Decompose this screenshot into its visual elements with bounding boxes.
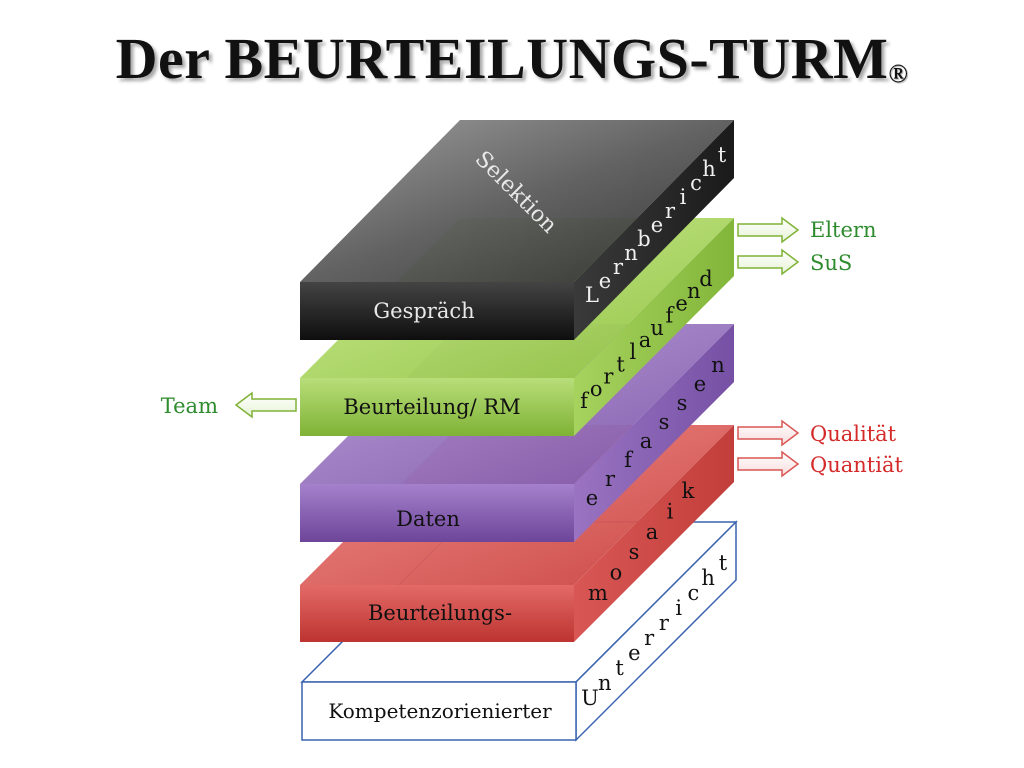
- layer-daten-side: [574, 324, 734, 542]
- side-letter-beurteilung: u: [650, 316, 664, 340]
- arrow-sus: SuS: [737, 248, 852, 276]
- side-letter-gespraech: r: [613, 255, 624, 279]
- side-letter-gespraech: i: [680, 185, 687, 209]
- arrow-eltern-label: Eltern: [810, 218, 876, 242]
- side-letter-gespraech: h: [702, 157, 716, 181]
- side-letter-beurteilung: f: [580, 389, 590, 413]
- arrow-qualitaet: Qualität: [737, 419, 897, 447]
- layer-daten-front: [300, 484, 574, 542]
- arrow-sus-label: SuS: [810, 251, 852, 275]
- layer-beurteilung-front: [300, 378, 574, 436]
- arrow-quantitaet: Quantiät: [737, 450, 903, 478]
- side-letter-gespraech: L: [585, 283, 599, 307]
- side-letter-beurteilungs: m: [588, 581, 608, 605]
- side-letter-kompetenz: U: [581, 686, 599, 710]
- side-letter-beurteilungs: o: [610, 561, 623, 585]
- arrow-team: Team: [161, 391, 297, 419]
- layer-daten-label: Daten: [396, 507, 460, 531]
- arrow-quantitaet-shape: [737, 450, 800, 478]
- layer-beurteilungs-label: Beurteilungs-: [368, 601, 512, 625]
- side-letter-daten: f: [624, 448, 634, 472]
- side-letter-beurteilung: o: [590, 377, 603, 401]
- side-letter-gespraech: r: [665, 199, 676, 223]
- layer-beurteilungs-front: [300, 585, 574, 642]
- side-letter-daten: e: [694, 372, 706, 396]
- arrow-qualitaet-label: Qualität: [810, 422, 897, 446]
- side-letter-daten: s: [659, 410, 670, 434]
- side-letter-gespraech: c: [690, 171, 702, 195]
- side-letter-beurteilungs: s: [629, 540, 640, 564]
- side-letter-daten: r: [605, 467, 616, 491]
- layer-beurteilungs-side: [574, 425, 734, 642]
- layer-gespraech-front: [300, 282, 574, 340]
- side-letter-kompetenz: r: [659, 611, 670, 635]
- side-letter-kompetenz: r: [644, 626, 655, 650]
- side-letter-daten: e: [586, 486, 598, 510]
- side-letter-beurteilungs: k: [682, 479, 695, 503]
- side-letter-beurteilung: d: [699, 267, 712, 291]
- arrow-team-label: Team: [161, 394, 218, 418]
- side-letter-gespraech: t: [718, 143, 727, 167]
- arrow-sus-shape: [737, 248, 800, 276]
- side-letter-beurteilungs: i: [667, 499, 674, 523]
- side-letter-gespraech: b: [637, 227, 650, 251]
- side-letter-beurteilung: f: [666, 304, 676, 328]
- layer-beurteilung-label: Beurteilung/ RM: [343, 395, 520, 419]
- side-letter-kompetenz: e: [628, 641, 640, 665]
- side-letter-kompetenz: i: [675, 596, 682, 620]
- side-letter-kompetenz: t: [719, 551, 728, 575]
- layer-gespraech-label: Gespräch: [373, 299, 474, 323]
- layer-kompetenz-label: Kompetenzorienierter: [328, 699, 552, 723]
- side-letter-beurteilung: l: [629, 340, 636, 364]
- side-letter-groups: UnterrichtmosaikerfassenfortlaufendLernb…: [580, 143, 728, 710]
- layer-beurteilung-side: [574, 218, 734, 436]
- side-letter-beurteilung: e: [675, 291, 687, 315]
- side-letter-beurteilung: r: [603, 365, 614, 389]
- side-letter-daten: s: [677, 391, 688, 415]
- side-letter-gespraech: e: [599, 269, 611, 293]
- arrow-eltern-shape: [737, 216, 800, 244]
- arrow-quantitaet-label: Quantiät: [810, 453, 903, 477]
- arrow-team-shape: [234, 391, 297, 419]
- side-letter-kompetenz: h: [701, 566, 715, 590]
- side-letter-kompetenz: n: [598, 671, 612, 695]
- side-letter-beurteilung: t: [616, 352, 625, 376]
- arrow-qualitaet-shape: [737, 419, 800, 447]
- title-text: Der BEURTEILUNGS-TURM: [115, 26, 889, 91]
- layer-gespraech: Gespräch Selektion: [300, 120, 734, 340]
- side-letter-beurteilung: a: [639, 328, 652, 352]
- registered-mark: ®: [888, 59, 909, 88]
- side-letter-daten: a: [640, 429, 653, 453]
- side-letter-daten: n: [711, 353, 725, 377]
- side-letter-gespraech: e: [651, 213, 663, 237]
- side-letter-gespraech: n: [624, 241, 638, 265]
- side-letter-beurteilung: n: [687, 279, 701, 303]
- page-title: Der BEURTEILUNGS-TURM®: [0, 30, 1024, 88]
- layer-gespraech-top: [300, 120, 734, 282]
- side-letter-kompetenz: t: [615, 656, 624, 680]
- layer-kompetenz-front: [301, 681, 577, 741]
- layer-gespraech-side: [574, 120, 734, 340]
- side-letter-kompetenz: c: [688, 581, 700, 605]
- side-letter-beurteilungs: a: [646, 520, 659, 544]
- arrow-eltern: Eltern: [737, 216, 876, 244]
